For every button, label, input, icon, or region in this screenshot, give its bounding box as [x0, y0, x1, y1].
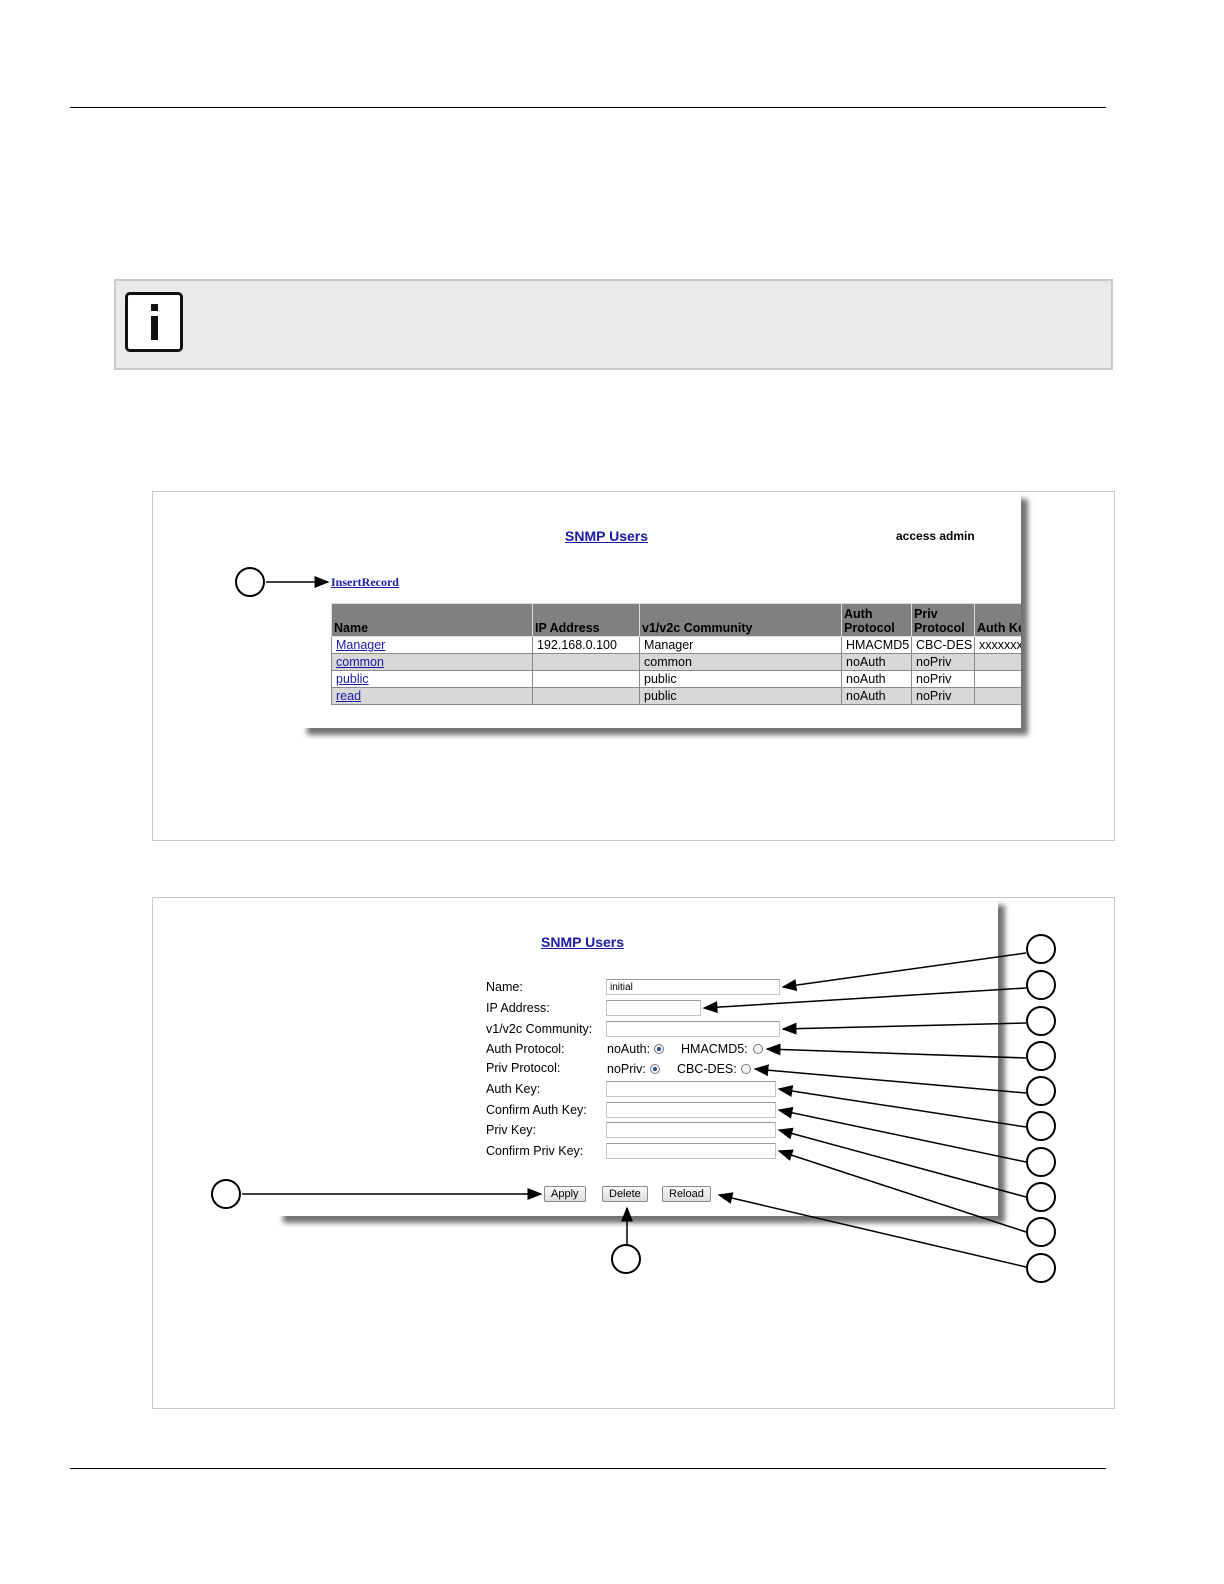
auth-protocol-label: Auth Protocol:: [486, 1042, 565, 1056]
user-link-read[interactable]: read: [336, 689, 362, 703]
community-input[interactable]: [606, 1021, 780, 1037]
cbc-des-label: CBC-DES:: [677, 1062, 737, 1076]
callout-marker: [1026, 1217, 1056, 1247]
user-link-public[interactable]: public: [336, 672, 369, 686]
confirm-auth-key-input[interactable]: [606, 1102, 776, 1118]
user-link-manager[interactable]: Manager: [336, 638, 386, 652]
cell-auth: HMACMD5: [841, 636, 912, 654]
cell-authkey: xxxxxxx: [974, 636, 1021, 654]
figure-snmp-user-form: SNMP Users Name: IP Address: v1/v2c Comm…: [152, 897, 1115, 1409]
table-row: Manager 192.168.0.100 Manager HMACMD5 CB…: [331, 636, 1021, 654]
cell-priv: noPriv: [911, 653, 975, 671]
cell-community: common: [639, 653, 842, 671]
callout-marker: [1026, 934, 1056, 964]
callout-marker: [1026, 1041, 1056, 1071]
column-header-community: v1/v2c Community: [639, 603, 842, 637]
cell-authkey: [974, 687, 1021, 705]
table-header-row: Name IP Address v1/v2c Community Auth Pr…: [331, 603, 1021, 637]
cell-community: public: [639, 687, 842, 705]
hmacmd5-radio[interactable]: [753, 1044, 763, 1054]
delete-button[interactable]: Delete: [602, 1186, 648, 1202]
priv-key-label: Priv Key:: [486, 1123, 537, 1137]
callout-arrows: [242, 952, 1027, 1268]
nopriv-label: noPriv:: [607, 1062, 646, 1076]
cell-ip: [532, 653, 640, 671]
callout-marker: [1026, 1076, 1056, 1106]
noauth-radio[interactable]: [654, 1044, 664, 1054]
confirm-priv-key-input[interactable]: [606, 1143, 776, 1159]
cbc-des-radio[interactable]: [741, 1064, 751, 1074]
page-title[interactable]: SNMP Users: [565, 528, 649, 544]
confirm-auth-key-label: Confirm Auth Key:: [486, 1103, 587, 1117]
users-table: Name IP Address v1/v2c Community Auth Pr…: [331, 603, 1021, 705]
callout-marker: [235, 567, 265, 597]
ip-address-label: IP Address:: [486, 1001, 550, 1015]
auth-key-label: Auth Key:: [486, 1082, 541, 1096]
access-level: access admin: [896, 529, 975, 543]
screenshot-panel: SNMP Users Name: IP Address: v1/v2c Comm…: [276, 898, 998, 1216]
callout-marker: [1026, 1147, 1056, 1177]
cell-community: public: [639, 670, 842, 688]
hmacmd5-label: HMACMD5:: [681, 1042, 748, 1056]
users-table-wrapper: Name IP Address v1/v2c Community Auth Pr…: [331, 603, 1021, 705]
cell-community: Manager: [639, 636, 842, 654]
note-box: [114, 279, 1113, 370]
column-header-ip: IP Address: [532, 603, 640, 637]
priv-key-input[interactable]: [606, 1122, 776, 1138]
noauth-label: noAuth:: [607, 1042, 651, 1056]
table-row: public public noAuth noPriv: [331, 670, 1021, 688]
callout-marker: [611, 1244, 641, 1274]
community-label: v1/v2c Community:: [486, 1022, 593, 1036]
table-row: read public noAuth noPriv: [331, 687, 1021, 705]
cell-priv: CBC-DES: [911, 636, 975, 654]
column-header-priv-protocol: Priv Protocol: [911, 603, 975, 637]
figure-snmp-users-table: SNMP Users access admin InsertRecord Nam…: [152, 491, 1115, 841]
screenshot-panel: SNMP Users access admin InsertRecord Nam…: [300, 492, 1021, 728]
reload-button[interactable]: Reload: [662, 1186, 711, 1202]
callout-marker: [1026, 1006, 1056, 1036]
callout-marker: [211, 1179, 241, 1209]
callout-marker: [1026, 1253, 1056, 1283]
insert-record-link[interactable]: InsertRecord: [331, 575, 399, 589]
info-icon: [125, 292, 183, 352]
cell-ip: [532, 687, 640, 705]
name-label: Name:: [486, 980, 523, 994]
footer-rule: [70, 1468, 1106, 1469]
apply-button[interactable]: Apply: [544, 1186, 586, 1202]
callout-marker: [1026, 1182, 1056, 1212]
cell-auth: noAuth: [841, 670, 912, 688]
ip-address-input[interactable]: [606, 1000, 701, 1016]
nopriv-radio[interactable]: [650, 1064, 660, 1074]
user-link-common[interactable]: common: [336, 655, 384, 669]
cell-priv: noPriv: [911, 687, 975, 705]
form-title[interactable]: SNMP Users: [541, 934, 625, 950]
cell-ip: 192.168.0.100: [532, 636, 640, 654]
table-row: common common noAuth noPriv: [331, 653, 1021, 671]
column-header-name: Name: [331, 603, 533, 637]
callout-marker: [1026, 1111, 1056, 1141]
callout-arrows: [266, 576, 330, 588]
name-input[interactable]: [606, 979, 780, 995]
header-rule: [70, 107, 1106, 108]
priv-protocol-label: Priv Protocol:: [486, 1061, 561, 1075]
column-header-auth-key: Auth Ke: [974, 603, 1021, 637]
callout-marker: [1026, 970, 1056, 1000]
confirm-priv-key-label: Confirm Priv Key:: [486, 1144, 584, 1158]
auth-key-input[interactable]: [606, 1081, 776, 1097]
